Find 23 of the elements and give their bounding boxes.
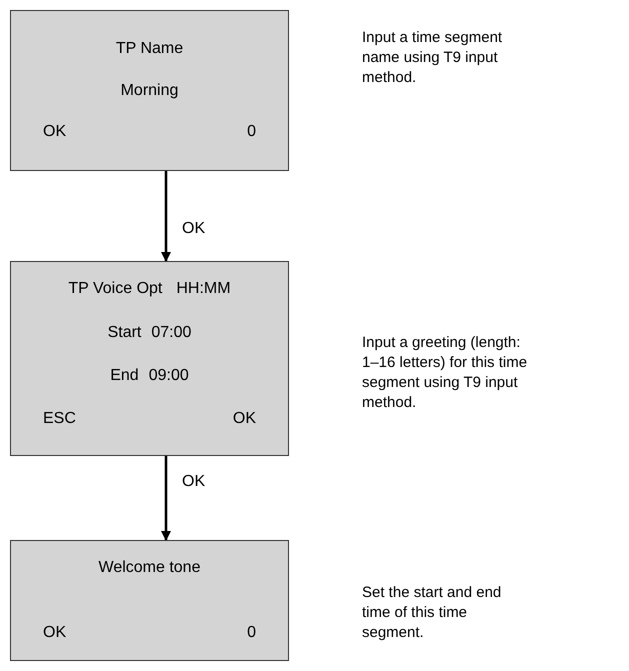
- screen-box: [10, 261, 289, 456]
- screen-text: 0: [247, 623, 256, 643]
- description-text: Input a time segment name using T9 input method.: [362, 28, 504, 88]
- screen-text: 0: [247, 122, 256, 142]
- screen-text: 07:00: [151, 323, 192, 343]
- screen-text: HH:MM: [176, 279, 231, 299]
- screen-text: ESC: [43, 409, 76, 429]
- arrow: [161, 456, 171, 541]
- screen-text: OK: [232, 409, 256, 429]
- screen-text: TP Voice Opt: [68, 279, 162, 299]
- screen-text: TP Name: [116, 39, 184, 59]
- screen-text: Welcome tone: [98, 558, 200, 578]
- screen-text: 09:00: [148, 366, 189, 386]
- arrow: [161, 171, 171, 262]
- screen-text: OK: [43, 122, 66, 142]
- description-text: Input a greeting (length: 1–16 letters) for this time segment using T9 input method.: [362, 333, 528, 413]
- screen-box: [10, 10, 289, 171]
- screen-box: [10, 540, 289, 661]
- screen-text: Morning: [120, 81, 178, 101]
- description-text: Set the start and end time of this time segment.: [362, 583, 502, 643]
- screen-text: End: [110, 366, 139, 386]
- screen-text: OK: [43, 623, 66, 643]
- screen-text: Start: [108, 323, 142, 343]
